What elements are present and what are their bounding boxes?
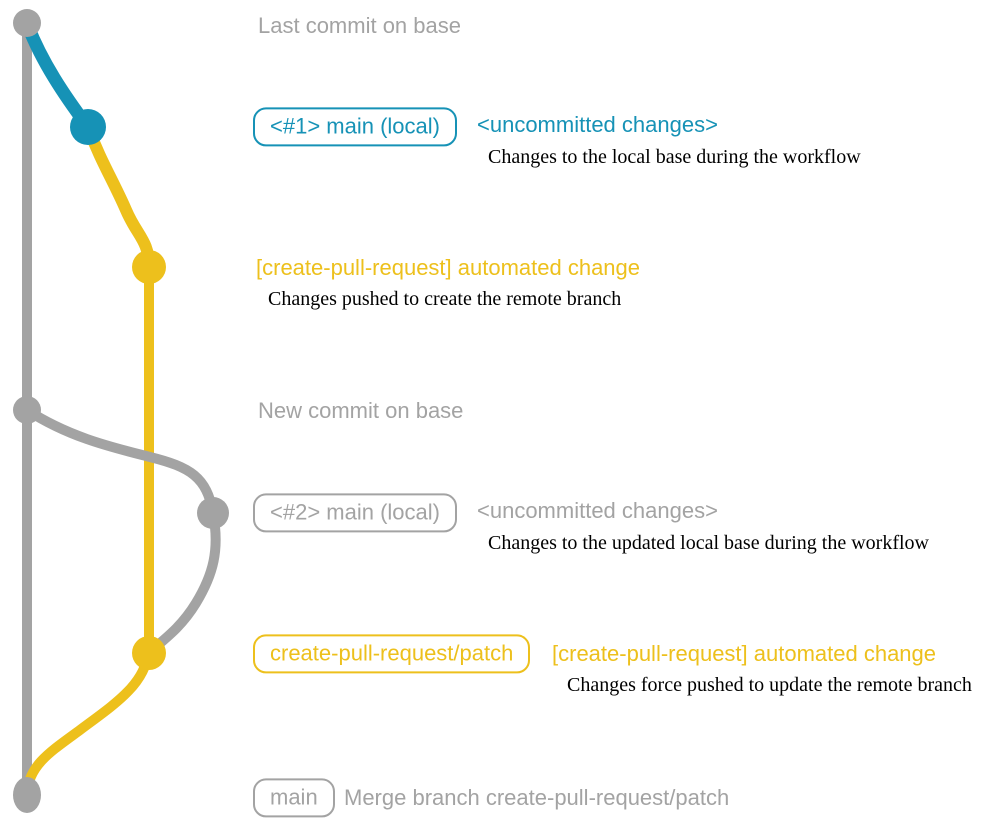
label-last-commit-on-base: Last commit on base: [258, 12, 461, 38]
note-updated-local-base-changes: Changes to the updated local base during…: [488, 532, 929, 554]
commit-dot-patch-1: [132, 250, 166, 284]
commit-message-merge-branch: Merge branch create-pull-request/patch: [344, 784, 730, 810]
branch-tag-main-local-2: <#2> main (local): [253, 493, 457, 533]
note-local-base-changes: Changes to the local base during the wor…: [488, 146, 861, 168]
branch-tag-main: main: [253, 778, 335, 818]
commit-dot-base-merge: [13, 777, 41, 813]
status-uncommitted-changes-1: <uncommitted changes>: [477, 111, 718, 137]
force-push-line: [147, 508, 221, 655]
commit-message-automated-change-2: [create-pull-request] automated change: [552, 640, 937, 666]
commit-dot-base-new: [13, 396, 41, 424]
note-changes-pushed: Changes pushed to create the remote bran…: [268, 288, 622, 310]
commit-dot-patch-2: [132, 636, 166, 670]
branch-tag-main-local-1: <#1> main (local): [253, 107, 457, 147]
commit-message-automated-change-1: [create-pull-request] automated change: [256, 254, 641, 280]
note-changes-force-pushed: Changes force pushed to update the remot…: [567, 674, 972, 696]
branch-tag-create-pull-request-patch: create-pull-request/patch: [253, 634, 531, 674]
commit-dot-base-last: [13, 9, 41, 37]
commit-dot-local-main-1: [70, 109, 106, 145]
label-new-commit-on-base: New commit on base: [258, 397, 464, 423]
commit-graph: [13, 9, 229, 813]
patch-branch-create-line: [82, 121, 155, 273]
status-uncommitted-changes-2: <uncommitted changes>: [477, 497, 718, 523]
local-rebase-line: [22, 405, 218, 518]
commit-dot-local-main-2: [197, 497, 229, 529]
patch-merge-line: [22, 648, 153, 798]
